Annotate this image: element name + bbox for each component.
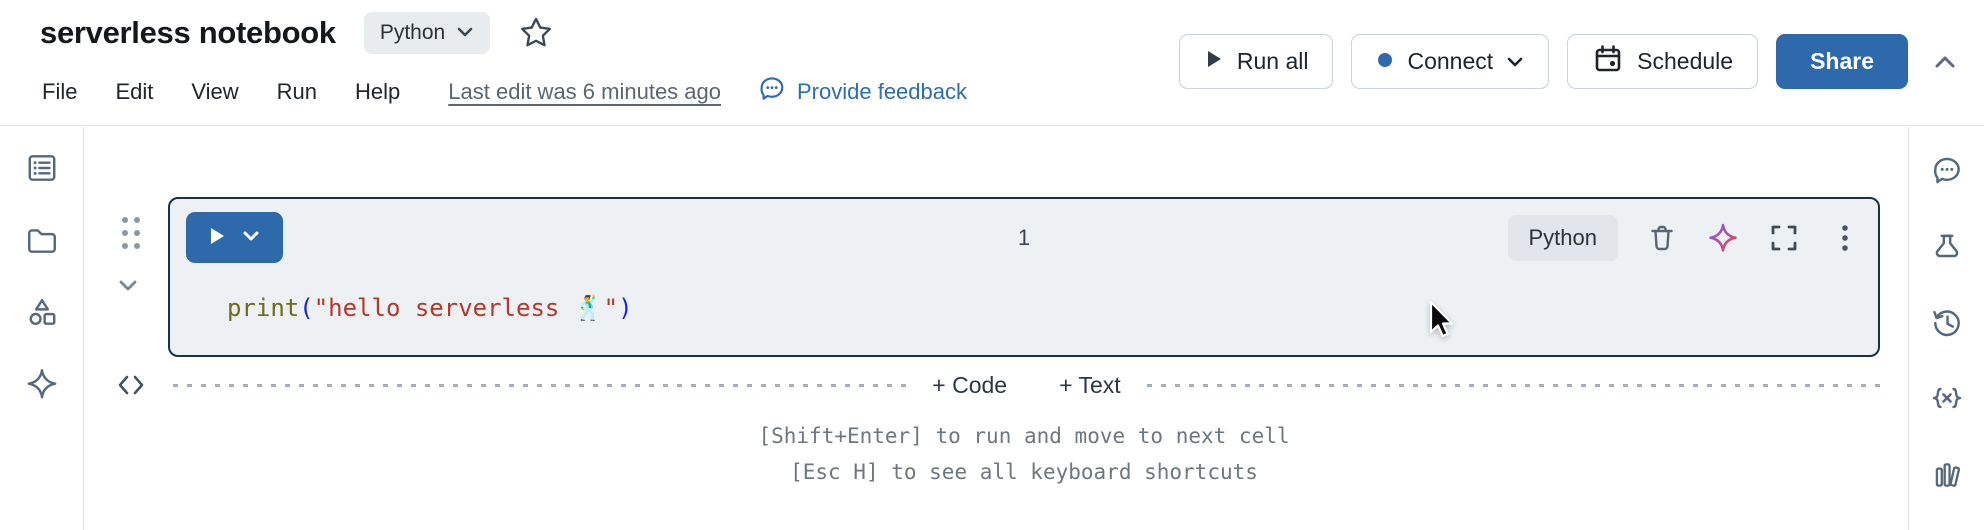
schedule-button[interactable]: Schedule: [1567, 34, 1759, 89]
integrations-shapes-icon[interactable]: [25, 295, 59, 329]
code-view-toggle-icon[interactable]: [115, 372, 147, 398]
cell-collapse-chevron-icon[interactable]: [114, 275, 142, 302]
delete-cell-trash-icon[interactable]: [1645, 221, 1679, 255]
cell-drag-handle-icon[interactable]: [118, 213, 144, 258]
ai-sparkle-icon[interactable]: [25, 367, 59, 401]
menu-bar: File Edit View Run Help Last edit was 6 …: [40, 74, 967, 110]
library-books-icon[interactable]: [1930, 458, 1964, 492]
status-dot-icon: [1376, 48, 1394, 75]
code-cell[interactable]: 1 Python: [168, 197, 1880, 357]
divider-dashed-line: [1146, 383, 1880, 387]
title-row: serverless notebook Python: [40, 12, 554, 54]
feedback-label: Provide feedback: [797, 79, 967, 104]
chevron-up-icon[interactable]: [1932, 52, 1958, 72]
keyboard-hints: [Shift+Enter] to run and move to next ce…: [168, 418, 1880, 490]
notebook-body: 1 Python: [0, 127, 1984, 530]
share-button[interactable]: Share: [1776, 34, 1908, 89]
connect-button[interactable]: Connect: [1351, 34, 1550, 89]
left-sidebar-rail: [0, 127, 84, 530]
history-icon[interactable]: [1930, 306, 1964, 340]
right-sidebar-rail: [1908, 127, 1984, 530]
cell-toolbar: 1 Python: [186, 212, 1862, 263]
chevron-down-icon: [456, 21, 474, 45]
play-icon: [209, 226, 226, 249]
feedback-bubble-icon: [757, 74, 787, 110]
code-token-string: "hello serverless 🕺": [313, 294, 619, 322]
hint-run-shortcut: [Shift+Enter] to run and move to next ce…: [758, 424, 1290, 448]
code-token-paren-open: (: [299, 294, 314, 322]
calendar-icon: [1592, 43, 1624, 81]
comments-icon[interactable]: [1930, 154, 1964, 188]
schedule-label: Schedule: [1637, 48, 1734, 74]
kernel-selector[interactable]: Python: [363, 12, 491, 54]
code-token-paren-close: ): [618, 294, 633, 322]
share-label: Share: [1810, 48, 1874, 74]
run-cell-button[interactable]: [186, 212, 283, 263]
run-options-chevron-icon: [242, 229, 260, 246]
run-all-label: Run all: [1236, 48, 1309, 74]
environment-flask-icon[interactable]: [1930, 230, 1964, 264]
cell-language-chip[interactable]: Python: [1507, 214, 1618, 261]
menu-view[interactable]: View: [191, 79, 239, 104]
provide-feedback-link[interactable]: Provide feedback: [757, 74, 967, 110]
app-header: serverless notebook Python File Edit Vie…: [0, 0, 1984, 126]
files-folder-icon[interactable]: [25, 223, 59, 257]
cell-execution-count: 1: [1017, 224, 1031, 250]
menu-edit[interactable]: Edit: [115, 79, 154, 104]
add-code-cell-button[interactable]: + Code: [932, 371, 1008, 398]
notebook-title[interactable]: serverless notebook: [40, 15, 336, 50]
variables-icon[interactable]: [1930, 382, 1964, 416]
cell-tools: Python: [1507, 214, 1863, 261]
last-edit-link[interactable]: Last edit was 6 minutes ago: [448, 79, 721, 104]
chevron-down-icon: [1506, 48, 1524, 75]
expand-fullscreen-icon[interactable]: [1767, 221, 1801, 255]
star-favorite-icon[interactable]: [518, 15, 554, 51]
notebook-canvas: 1 Python: [85, 127, 1907, 530]
table-of-contents-icon[interactable]: [25, 151, 59, 185]
ai-assist-sparkle-icon[interactable]: [1706, 221, 1740, 255]
divider-dashed-line: [173, 383, 907, 387]
connect-label: Connect: [1407, 48, 1494, 74]
menu-help[interactable]: Help: [355, 79, 401, 104]
menu-file[interactable]: File: [42, 79, 78, 104]
code-editor-line[interactable]: print("hello serverless 🕺"): [227, 294, 633, 322]
run-all-button[interactable]: Run all: [1178, 34, 1334, 89]
play-icon: [1204, 48, 1224, 76]
insert-cell-bar: + Code + Text: [115, 367, 1880, 403]
kernel-label: Python: [379, 21, 446, 44]
add-text-cell-button[interactable]: + Text: [1059, 371, 1121, 398]
menu-run[interactable]: Run: [276, 79, 318, 104]
hint-shortcuts-help: [Esc H] to see all keyboard shortcuts: [790, 460, 1258, 484]
kebab-menu-icon[interactable]: [1828, 221, 1862, 255]
code-token-function: print: [227, 294, 300, 322]
header-actions: Run all Connect Schedule Share: [1178, 34, 1958, 89]
